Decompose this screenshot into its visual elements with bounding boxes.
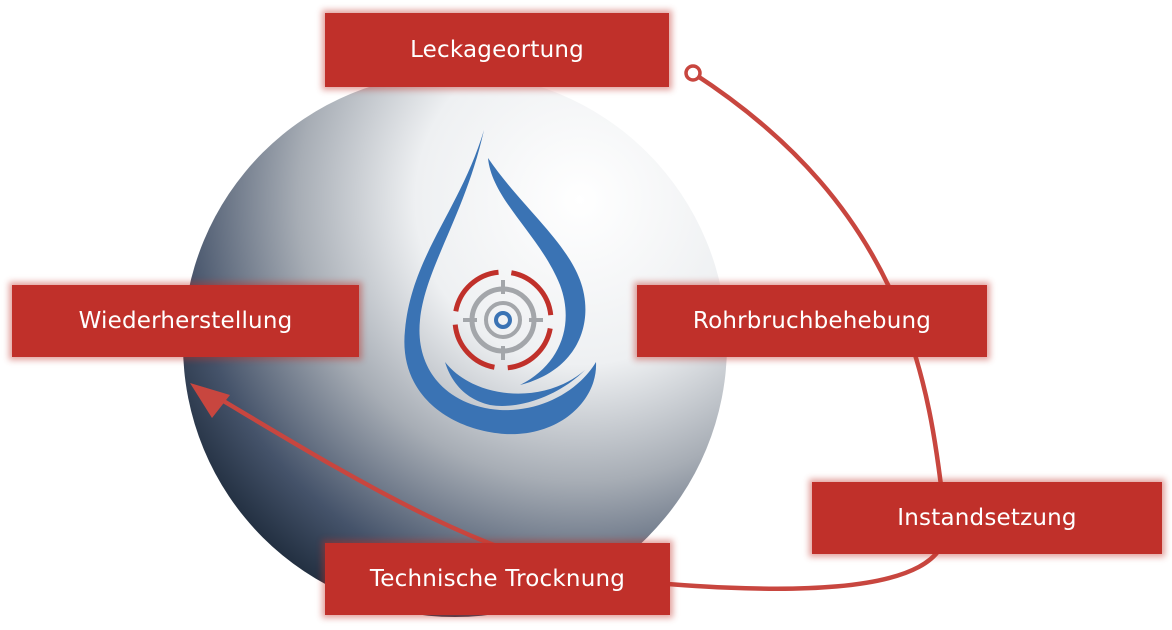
backdrop-circle — [183, 73, 727, 617]
step-label: Wiederherstellung — [78, 308, 293, 334]
step-label: Technische Trocknung — [369, 566, 626, 592]
step-label: Instandsetzung — [897, 505, 1077, 531]
arrow-head-icon — [190, 383, 230, 418]
arrow-start-icon — [684, 64, 702, 82]
step-rohrbruchbehebung: Rohrbruchbehebung — [637, 285, 987, 357]
step-wiederherstellung: Wiederherstellung — [12, 285, 359, 357]
step-label: Rohrbruchbehebung — [692, 308, 932, 334]
step-technische-trocknung: Technische Trocknung — [325, 543, 670, 615]
step-leckageortung: Leckageortung — [325, 13, 669, 87]
water-drop-target-icon — [404, 130, 597, 435]
step-label: Leckageortung — [410, 37, 584, 63]
step-instandsetzung: Instandsetzung — [812, 482, 1162, 554]
cycle-arrow — [190, 64, 948, 591]
